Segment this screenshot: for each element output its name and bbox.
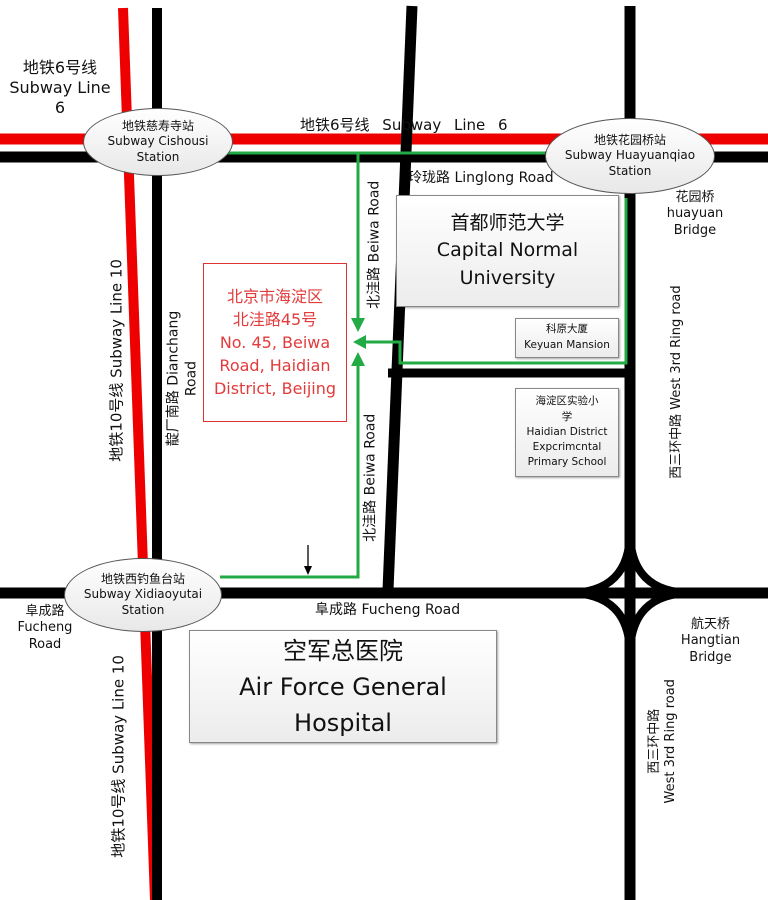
route-arrowheads bbox=[351, 318, 366, 366]
west-3rd-ring-upper-label: 西三环中路 West 3rd Ring road bbox=[668, 285, 684, 479]
pointer-arrow bbox=[304, 545, 312, 575]
subway-line-6-center-label: 地铁6号线 Subway Line 6 bbox=[300, 116, 508, 134]
destination-address-box: 北京市海淀区 北洼路45号 No. 45, Beiwa Road, Haidia… bbox=[203, 263, 347, 422]
station-huayuanqiao: 地铁花园桥站 Subway Huayuanqiao Station bbox=[545, 118, 715, 194]
hangtian-bridge-label: 航天桥 Hangtian Bridge bbox=[680, 617, 741, 665]
air-force-hospital-box: 空军总医院 Air Force General Hospital bbox=[189, 630, 497, 743]
subway-line-6-topleft-label: 地铁6号线 Subway Line 6 bbox=[9, 58, 111, 117]
capital-normal-university-box: 首都师范大学 Capital Normal University bbox=[396, 195, 619, 307]
huayuan-bridge-label: 花园桥 huayuan Bridge bbox=[666, 190, 724, 238]
walking-route bbox=[220, 151, 628, 579]
west-3rd-ring-lower-label: 西三环中路 West 3rd Ring road bbox=[646, 679, 678, 804]
subway-line-10-upper-label: 地铁10号线 Subway Line 10 bbox=[107, 259, 126, 462]
keyuan-mansion-box: 科原大厦 Keyuan Mansion bbox=[515, 318, 619, 358]
primary-school-box: 海淀区实验小 学 Haidian District Expcrimcntal P… bbox=[515, 388, 619, 477]
linglong-road-label: 玲珑路 Linglong Road bbox=[408, 170, 554, 186]
subway-line-10-lower-label: 地铁10号线 Subway Line 10 bbox=[109, 655, 128, 858]
fucheng-road-left-label: 阜成路 Fucheng Road bbox=[17, 604, 73, 652]
station-cishousi: 地铁慈寿寺站 Subway Cishousi Station bbox=[83, 108, 233, 176]
hangtian-interchange bbox=[567, 530, 693, 656]
fucheng-road-center-label: 阜成路 Fucheng Road bbox=[315, 602, 461, 618]
beiwa-road-lower-label: 北洼路 Beiwa Road bbox=[362, 413, 379, 542]
beiwa-road-upper-label: 北洼路 Beiwa Road bbox=[366, 180, 383, 309]
dianchang-road-label: 靛厂南路 Dianchang Road bbox=[165, 310, 200, 447]
station-xidiaoyutai: 地铁西钓鱼台站 Subway Xidiaoyutai Station bbox=[64, 558, 222, 632]
